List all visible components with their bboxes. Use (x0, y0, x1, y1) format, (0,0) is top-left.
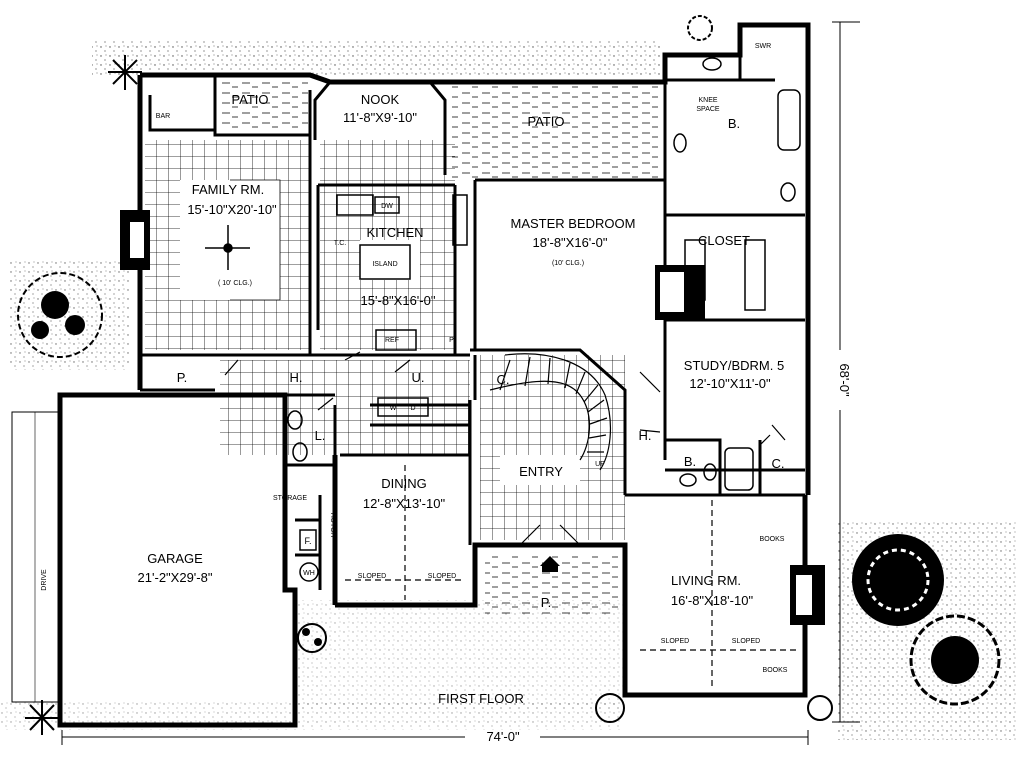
kitchen-size: 15'-8"X16'-0" (361, 293, 436, 308)
kitchen-pantry-label: P. (449, 337, 455, 344)
tree-icon-right-1 (852, 534, 944, 626)
trash-compactor-label: T.C. (334, 240, 347, 247)
washer-label: W (390, 405, 397, 412)
dining-sloped-right: SLOPED (428, 573, 456, 580)
stairs-up-label: UP (595, 461, 605, 468)
furnace-label: F. (304, 536, 311, 546)
dining-label: DINING (381, 476, 427, 491)
drive (11, 411, 59, 703)
patio-left-label: PATIO (231, 92, 268, 107)
bookshelf-label-bottom: BOOKS (763, 667, 788, 674)
knee-space-label-1: KNEE (698, 97, 717, 104)
shrub-icon-garage (297, 623, 327, 653)
storage-label: STORAGE (273, 495, 307, 502)
dimension-lines (61, 21, 860, 745)
dryer-label: D (410, 405, 415, 412)
entry-label: ENTRY (519, 464, 563, 479)
study-label: STUDY/BDRM. 5 (684, 358, 784, 373)
hall-label-2: H. (639, 428, 652, 443)
dining-size: 12'-8"X13'-10" (363, 496, 446, 511)
refrigerator-label: REF (385, 337, 399, 344)
nook-size: 11'-8"X9'-10" (343, 110, 417, 125)
living-sloped-left: SLOPED (661, 638, 689, 645)
master-bedroom-size: 18'-8"X16'-0" (533, 235, 608, 250)
master-bath-label: B. (728, 116, 740, 131)
living-sloped-right: SLOPED (732, 638, 760, 645)
fixtures (230, 57, 801, 582)
living-room-label: LIVING RM. (671, 573, 741, 588)
room-labels: PATIO BAR NOOK 11'-8"X9'-10" PATIO KNEE … (41, 43, 852, 744)
ceiling-fan-icon (205, 225, 250, 270)
bath-2-label: B. (684, 454, 696, 469)
sloped-ceiling-lines (345, 465, 800, 690)
patio-center-label: PATIO (527, 114, 564, 129)
staircase (489, 353, 611, 471)
garage-label: GARAGE (147, 551, 203, 566)
drive-label: DRIVE (41, 569, 48, 591)
bar-label: BAR (156, 113, 170, 120)
hutch-label: HUTCH (329, 513, 336, 538)
hall-label-1: H. (290, 370, 303, 385)
interior-walls (140, 25, 805, 590)
closet-2-label: C. (772, 456, 785, 471)
knee-space-label-2: SPACE (696, 106, 720, 113)
closet-label: CLOSET (698, 233, 750, 248)
shrub-icon-top (687, 15, 713, 41)
shrub-icon-porch (595, 693, 833, 723)
master-bedroom-ceiling: (10' CLG.) (552, 260, 584, 267)
pantry-hall-label: P. (177, 370, 188, 385)
width-dimension: 74'-0" (486, 729, 520, 744)
utility-label: U. (412, 370, 425, 385)
dishwasher-label: DW (381, 203, 393, 210)
nook-label: NOOK (361, 92, 400, 107)
door-swings (224, 351, 786, 546)
tree-icon-right-2 (909, 614, 1001, 706)
shower-label: SWR (755, 43, 771, 50)
tree-icon-left (17, 272, 103, 358)
plan-title: FIRST FLOOR (438, 691, 524, 706)
island-label: ISLAND (372, 261, 397, 268)
family-room-label: FAMILY RM. (192, 182, 264, 197)
laundry-label: L. (315, 428, 326, 443)
kitchen-label: KITCHEN (366, 225, 423, 240)
master-bedroom-label: MASTER BEDROOM (511, 216, 636, 231)
fireplace-icon (120, 210, 825, 625)
water-heater-label: WH (303, 570, 315, 577)
depth-dimension: 68'-0" (837, 363, 852, 397)
garage-size: 21'-2"X29'-8" (138, 570, 213, 585)
family-room-size: 15'-10"X20'-10" (187, 202, 277, 217)
bookshelf-label-top: BOOKS (760, 536, 785, 543)
dining-sloped-left: SLOPED (358, 573, 386, 580)
patio-pavers (218, 82, 660, 615)
study-size: 12'-10"X11'-0" (689, 376, 771, 391)
family-room-ceiling: ( 10' CLG.) (218, 280, 252, 287)
entry-steps-icon (540, 556, 560, 572)
star-plant-icon (25, 55, 142, 735)
living-room-size: 16'-8"X18'-10" (671, 593, 754, 608)
porch-label: P. (541, 595, 552, 610)
coat-closet-label: C. (497, 372, 510, 387)
